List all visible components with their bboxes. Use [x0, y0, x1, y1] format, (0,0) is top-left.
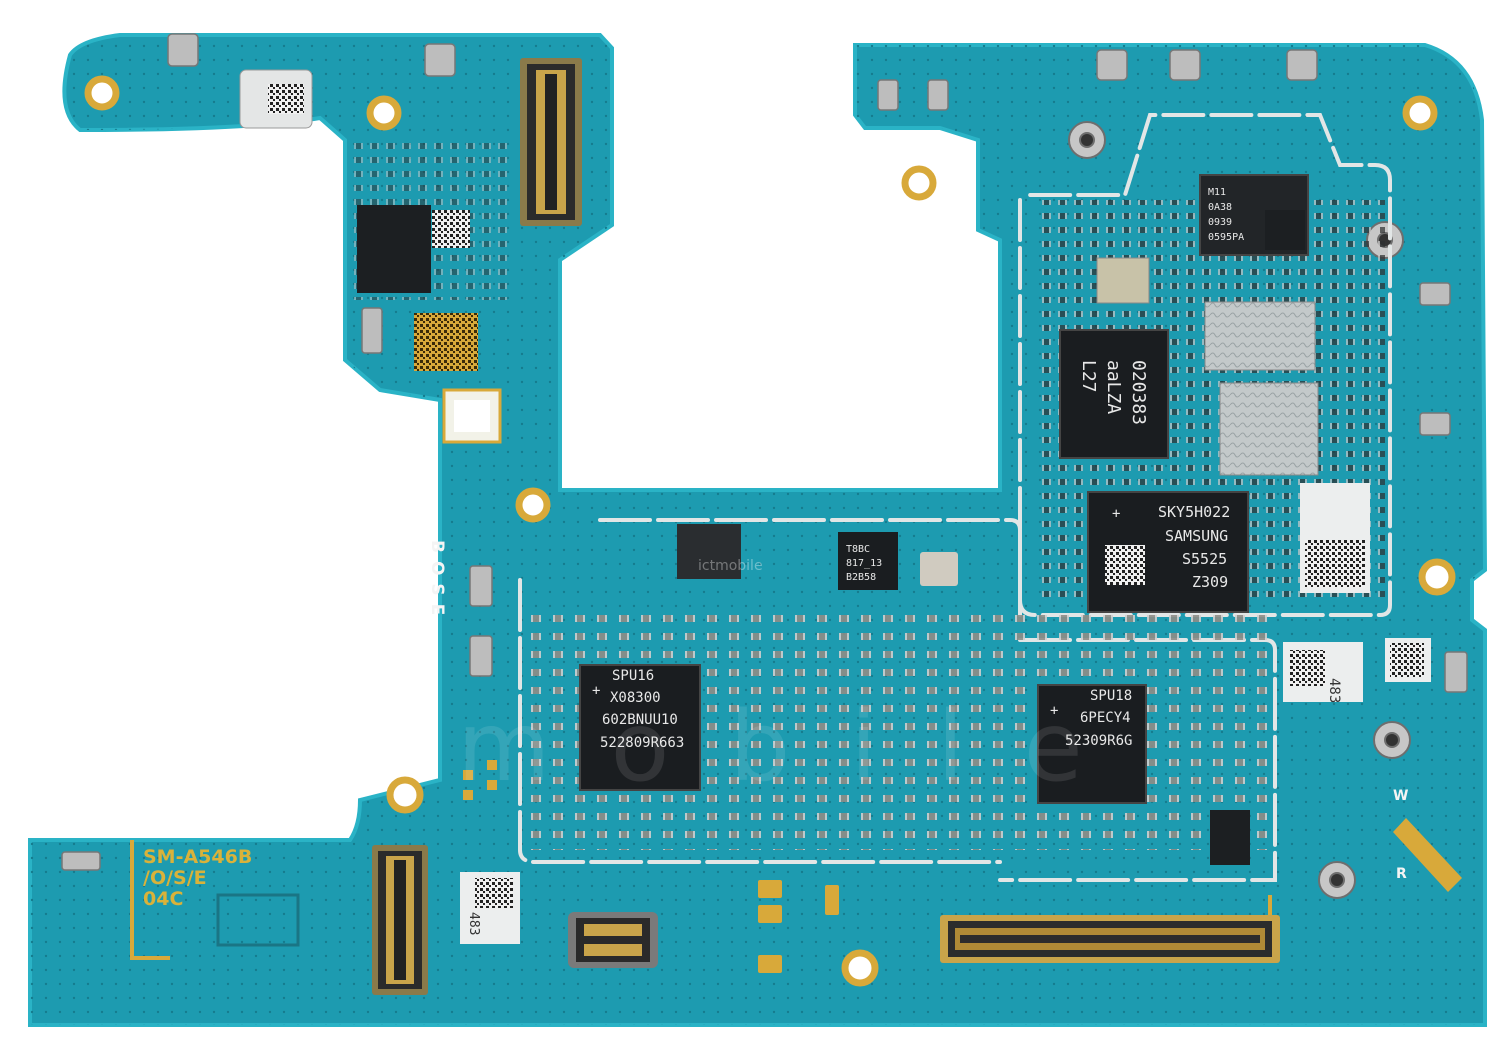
svg-text:T8BC: T8BC — [846, 544, 870, 555]
chip-483-right: 483 — [1326, 678, 1342, 703]
qr-labels — [268, 84, 1431, 944]
mounting-holes — [84, 75, 1456, 987]
svg-text:020383: 020383 — [1128, 360, 1149, 425]
silk-r: R — [1396, 866, 1407, 882]
flex-connector-bottom-left — [372, 845, 428, 995]
svg-text:/O/S/E: /O/S/E — [143, 867, 207, 889]
ic-samsung-modem: + — [1087, 491, 1249, 613]
svg-text:522809R663: 522809R663 — [600, 735, 684, 751]
chip-samsung-text: SKY5H022 SAMSUNG S5525 Z309 — [1158, 503, 1230, 591]
svg-text:B2B58: B2B58 — [846, 572, 876, 583]
silk-bose: BOSE — [427, 540, 447, 623]
ic-pmic-right: + — [1037, 684, 1147, 804]
svg-text:L27: L27 — [1078, 360, 1099, 393]
ic-l27 — [1059, 329, 1169, 459]
svg-text:SPU16: SPU16 — [612, 668, 654, 684]
model-label: SM-A546B /O/S/E 04C — [143, 846, 252, 910]
ic-small-top — [677, 524, 898, 590]
svg-text:52309R6G: 52309R6G — [1065, 733, 1132, 749]
chip-483-left: 483 — [466, 912, 481, 935]
chip-small-top-text: T8BC 817_13 B2B58 — [846, 544, 882, 583]
svg-text:0595PA: 0595PA — [1208, 232, 1244, 243]
chip-pmic-right-text: SPU18 6PECY4 52309R6G — [1065, 688, 1132, 749]
svg-text:+: + — [1050, 703, 1058, 719]
svg-text:602BNUU10: 602BNUU10 — [602, 712, 678, 728]
svg-text:04C: 04C — [143, 888, 183, 910]
svg-text:S5525: S5525 — [1182, 550, 1227, 568]
svg-text:6PECY4: 6PECY4 — [1080, 710, 1131, 726]
watermark-small: ictmobile — [698, 558, 763, 574]
svg-text:817_13: 817_13 — [846, 558, 882, 569]
svg-text:X08300: X08300 — [610, 690, 661, 706]
spring-contacts — [61, 33, 1468, 871]
svg-text:0A38: 0A38 — [1208, 202, 1232, 213]
svg-text:SAMSUNG: SAMSUNG — [1165, 527, 1228, 545]
board-to-board-connector — [940, 915, 1280, 963]
silk-w: W — [1393, 788, 1408, 804]
svg-text:SPU18: SPU18 — [1090, 688, 1132, 704]
svg-text:+: + — [1112, 506, 1120, 522]
ic-pmic-left: + — [579, 664, 701, 791]
chip-module-text: M11 0A38 0939 0595PA — [1208, 187, 1244, 243]
svg-text:aaLZA: aaLZA — [1103, 360, 1124, 414]
chip-l27-text: L27 aaLZA 020383 — [1078, 360, 1149, 425]
battery-connector — [568, 912, 658, 968]
gold-pads — [130, 760, 1462, 973]
ic-left-top — [357, 205, 431, 293]
svg-text:SKY5H022: SKY5H022 — [1158, 503, 1230, 521]
svg-text:M11: M11 — [1208, 187, 1226, 198]
svg-text:0939: 0939 — [1208, 217, 1232, 228]
watermark: ictmobile — [160, 691, 1143, 803]
svg-text:SM-A546B: SM-A546B — [143, 846, 252, 868]
svg-text:+: + — [592, 683, 600, 699]
chip-pmic-left-text: SPU16 X08300 602BNUU10 522809R663 — [600, 668, 684, 751]
svg-text:Z309: Z309 — [1192, 573, 1228, 591]
flex-connector-top — [520, 58, 582, 226]
